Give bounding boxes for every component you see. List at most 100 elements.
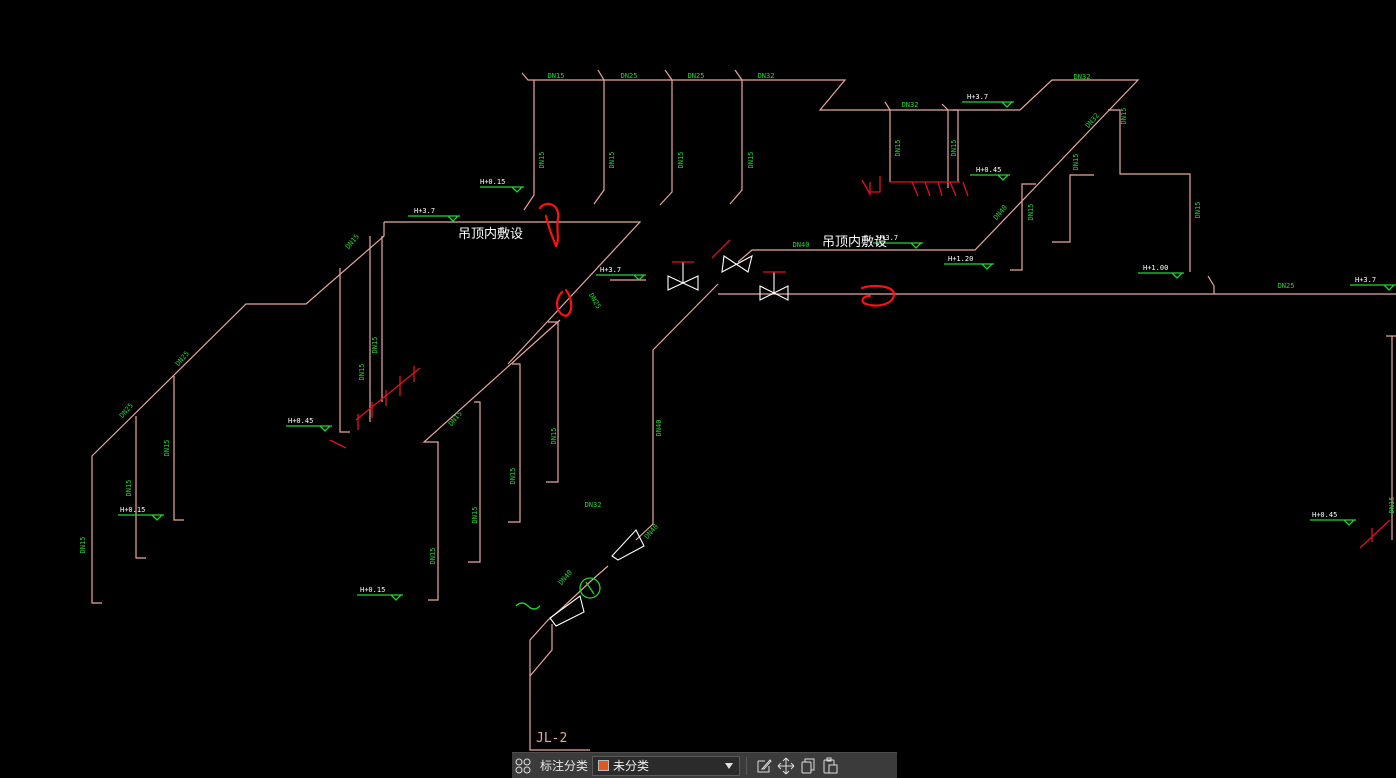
- fixtures: [329, 176, 1391, 549]
- pipe-size-label: DN40: [655, 420, 663, 437]
- elevation-marker: H+0.45: [286, 417, 332, 432]
- pipe-size-label: DN15: [471, 507, 479, 524]
- grid-icon[interactable]: [512, 755, 534, 777]
- elevation-symbol: [286, 425, 332, 432]
- pipe-size-label: DN25: [118, 402, 135, 420]
- elevation-text: H+3.7: [967, 93, 988, 101]
- pipe-size-label: DN15: [371, 337, 379, 354]
- pipe-size-label: DN15: [1388, 497, 1396, 514]
- pipe-size-label: DN15: [677, 152, 685, 169]
- annotation-marks: [538, 202, 896, 318]
- annotation-toolbar: 标注分类 未分类: [512, 752, 897, 778]
- elevation-text: H+3.7: [414, 207, 435, 215]
- elevation-text: H+0.15: [480, 178, 505, 186]
- elevation-symbol: [1138, 272, 1184, 279]
- pipe-size-label: DN15: [344, 233, 361, 251]
- pipe-size-label: DN15: [125, 480, 133, 497]
- pipe-size-label: DN15: [538, 152, 546, 169]
- pipe-size-label: DN15: [358, 364, 366, 381]
- elevation-symbol: [1310, 519, 1356, 526]
- pipe-size-label: DN25: [174, 350, 191, 368]
- pipe-size-label: DN32: [1074, 73, 1091, 81]
- category-select-value: 未分类: [613, 759, 650, 773]
- pipe-size-label: DN15: [1072, 154, 1080, 171]
- pipe-size-label: DN15: [747, 152, 755, 169]
- copy-icon[interactable]: [797, 755, 819, 777]
- pipe-size-label: DN25: [587, 292, 602, 311]
- move-icon[interactable]: [775, 755, 797, 777]
- elevation-text: H+0.45: [1312, 511, 1337, 519]
- pipe-size-label: DN15: [950, 140, 958, 157]
- category-select[interactable]: 未分类: [592, 755, 741, 776]
- elevation-text: H+0.15: [360, 586, 385, 594]
- pipe-size-label: DN40: [992, 204, 1009, 222]
- pipe-size-label: DN15: [509, 468, 517, 485]
- pipe-size-label: DN40: [793, 241, 810, 249]
- pipe-size-label: DN40: [557, 569, 574, 587]
- elevation-symbol: [944, 263, 994, 270]
- pipe-size-label: DN15: [894, 140, 902, 157]
- elevation-marker: H+3.7: [1350, 276, 1396, 291]
- elevation-symbol: [480, 186, 524, 193]
- elevation-symbol: [873, 242, 923, 249]
- pipe-size-label: DN15: [79, 537, 87, 554]
- elevation-marker: H+1.20: [944, 255, 994, 270]
- elevation-marker: H+0.15: [118, 506, 164, 521]
- pipe-size-label: DN32: [585, 501, 602, 509]
- toolbar-separator: [746, 756, 748, 775]
- elevation-text: H+0.45: [288, 417, 313, 425]
- elevation-text: H+0.15: [120, 506, 145, 514]
- elevation-marker: H+1.00: [1138, 264, 1184, 279]
- pipe-size-label: DN15: [1027, 204, 1035, 221]
- chevron-down-icon: [725, 762, 734, 769]
- pipe-size-label: DN25: [1278, 282, 1295, 290]
- elevation-text: H+0.45: [976, 166, 1001, 174]
- elevation-text: H+3.7: [1355, 276, 1376, 284]
- elevation-symbol: [970, 174, 1010, 181]
- elevation-marker: H+0.45: [1310, 511, 1356, 526]
- elevation-text: H+3.7: [877, 234, 898, 242]
- elevation-marker: H+3.7: [962, 93, 1014, 108]
- pipe-size-label: DN15: [447, 410, 464, 428]
- edit-icon[interactable]: [753, 755, 775, 777]
- elevation-symbol: [1350, 284, 1396, 291]
- elevation-marker: H+0.15: [357, 586, 403, 601]
- pipe-size-label: DN15: [608, 152, 616, 169]
- pipe-size-label: DN15: [1120, 108, 1128, 125]
- pipe-size-label: DN15: [429, 548, 437, 565]
- pipe-size-label: DN15: [548, 72, 565, 80]
- elevation-symbol: [408, 215, 460, 222]
- elevation-symbol: [596, 274, 646, 281]
- elevation-marker: H+3.7: [596, 266, 646, 281]
- elevation-marker: H+3.7: [408, 207, 460, 222]
- elevation-text: H+3.7: [600, 266, 621, 274]
- elevation-text: H+1.20: [948, 255, 973, 263]
- paste-icon[interactable]: [819, 755, 841, 777]
- pipe-size-label: DN15: [163, 440, 171, 457]
- elevation-symbol: [962, 101, 1014, 108]
- pipe-size-label: DN40: [643, 523, 660, 541]
- pipe-size-label: DN32: [758, 72, 775, 80]
- elevation-text: H+1.00: [1143, 264, 1168, 272]
- elevation-markers: H+0.15H+3.7H+3.7H+0.45H+3.7H+1.20H+1.00H…: [118, 93, 1396, 601]
- pipe-network: [91, 69, 1396, 751]
- category-color-swatch: [598, 760, 610, 771]
- valves: [515, 239, 789, 627]
- elevation-marker: H+0.45: [970, 166, 1010, 181]
- installation-note: 吊顶内敷设: [458, 226, 523, 242]
- category-label: 标注分类: [540, 759, 589, 773]
- pipe-size-label: DN32: [902, 101, 919, 109]
- pipe-size-label: DN25: [621, 72, 638, 80]
- installation-note: 吊顶内敷设: [822, 234, 887, 250]
- elevation-marker: H+3.7: [873, 234, 923, 249]
- pipe-size-label: DN25: [688, 72, 705, 80]
- riser-label: JL-2: [536, 731, 567, 746]
- elevation-symbol: [357, 594, 403, 601]
- elevation-symbol: [118, 514, 164, 521]
- pipe-size-label: DN15: [550, 428, 558, 445]
- elevation-marker: H+0.15: [480, 178, 524, 193]
- pipe-size-label: DN15: [1194, 202, 1202, 219]
